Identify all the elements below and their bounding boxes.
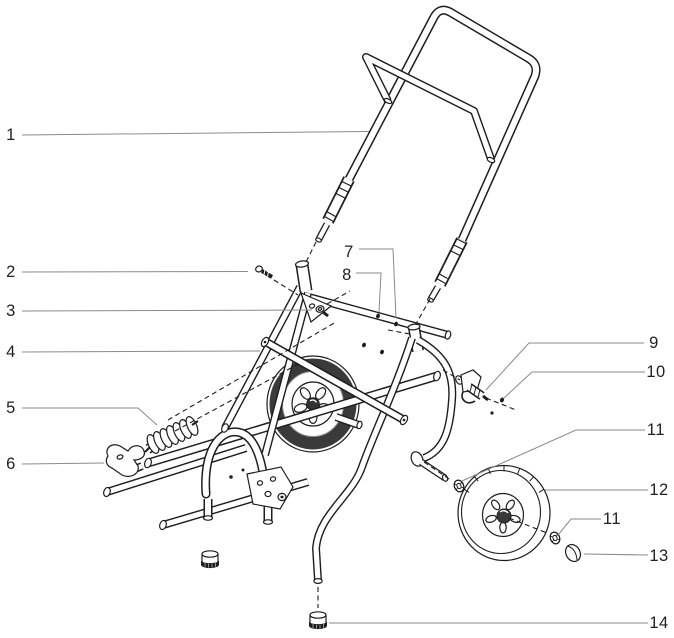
screw-2: [255, 265, 274, 279]
right-grip: [427, 237, 468, 303]
callout-10-screw: 10: [646, 362, 666, 381]
callout-4-brace: 4: [6, 342, 16, 361]
spring: [144, 416, 199, 454]
callout-1-handle: 1: [6, 125, 16, 144]
callout-11b-washer: 11: [602, 509, 622, 528]
handle-assembly: [315, 5, 541, 303]
assembly-guides: [167, 241, 517, 608]
exploded-wheel: [457, 464, 551, 562]
left-grip: [315, 176, 355, 243]
callout-7-screw: 7: [344, 242, 354, 261]
callout-8-screw: 8: [342, 265, 352, 284]
axle-centerline-outer: [508, 517, 548, 534]
callout-13-cap: 13: [649, 546, 669, 565]
callout-9-latch: 9: [649, 333, 659, 352]
wheel-axle: [410, 451, 449, 482]
handle-brace: [260, 336, 409, 426]
callout-5-spring: 5: [6, 398, 16, 417]
hub-cap: [564, 543, 582, 563]
foot-cap-leg: [308, 611, 328, 630]
leader-lines: [21, 131, 649, 624]
callout-3-nut: 3: [6, 301, 16, 320]
latch-assembly: [455, 369, 505, 415]
callout-6-hook: 6: [6, 454, 16, 473]
callout-14-footcap: 14: [649, 613, 669, 632]
callout-11-washer: 11: [646, 420, 666, 439]
foot-cap-loose: [200, 550, 220, 569]
screws-7-8: [362, 313, 398, 355]
nut-3: [315, 305, 329, 318]
callout-12-wheel: 12: [649, 480, 669, 499]
pail-hook: [105, 444, 145, 478]
callout-2-screw: 2: [6, 262, 16, 281]
